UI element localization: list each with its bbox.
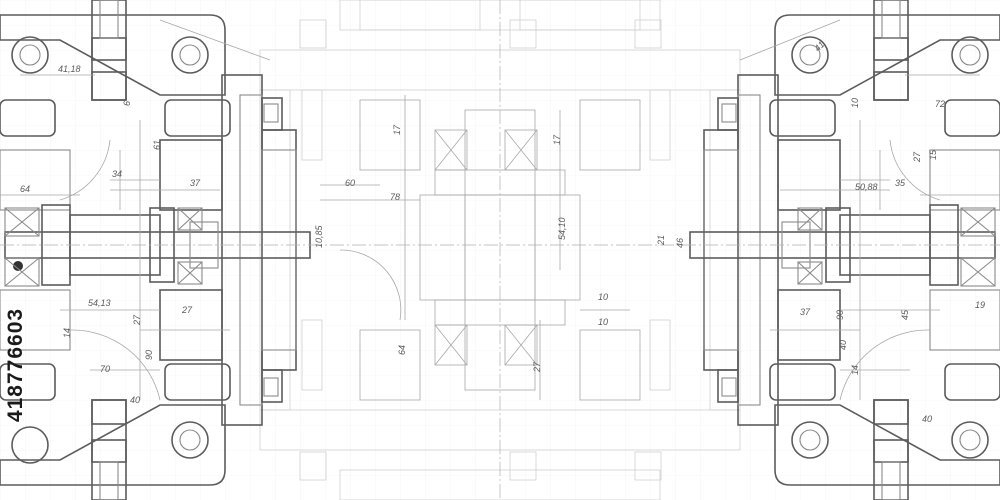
dimension-label: 50,88 [855,182,878,192]
dimension-label: 10 [598,317,608,327]
dimension-label: 37 [800,307,811,317]
dimension-label: 40 [130,395,140,405]
dimension-label: 90 [835,310,845,320]
dimension-label: 60 [345,178,355,188]
dimension-label: 6 [122,101,132,106]
dimension-label: 21 [656,235,666,246]
dimension-label: 40 [922,414,932,424]
stock-id-watermark: 418776603 [4,250,28,480]
dimension-label: 17 [392,124,402,135]
dimension-label: 10 [598,292,608,302]
dimension-label: 27 [181,305,193,315]
dimension-label: 54,13 [88,298,111,308]
dimension-labels: 41,18 64 34 37 6 61 54,13 27 27 70 14 40 90 78 17 60 54,… [20,39,985,424]
dimension-label: 10 [850,98,860,108]
dimension-label: 46 [675,238,685,248]
dimension-label: 27 [532,361,542,373]
dimension-label: 34 [112,169,122,179]
dimension-label: 41,18 [58,64,81,74]
dimension-label: 14 [62,328,72,338]
left-gearbox-assembly [0,0,311,500]
dimension-label: 45 [900,309,910,320]
dimension-label: 17 [552,134,562,145]
dimension-label: 27 [132,314,142,326]
dimension-label: 70 [100,364,110,374]
dimension-label: 72 [935,99,945,109]
dimension-label: 14 [850,365,860,375]
stock-id-text: 418776603 [4,307,27,423]
dimension-label: 40 [838,340,848,350]
dimension-label: 61 [152,140,162,150]
dimension-label: 54,10 [557,217,567,240]
dimension-label: 37 [190,178,201,188]
dimension-label: 78 [390,192,400,202]
dimension-label: 64 [397,345,407,355]
dimension-label: 19 [975,300,985,310]
dimension-label: 27 [912,151,922,163]
dimension-label: 10,85 [314,224,324,248]
dimension-label: 35 [895,178,906,188]
dimension-label: 90 [144,350,154,360]
dimension-label: 64 [20,184,30,194]
dimension-label: 15 [928,149,938,160]
